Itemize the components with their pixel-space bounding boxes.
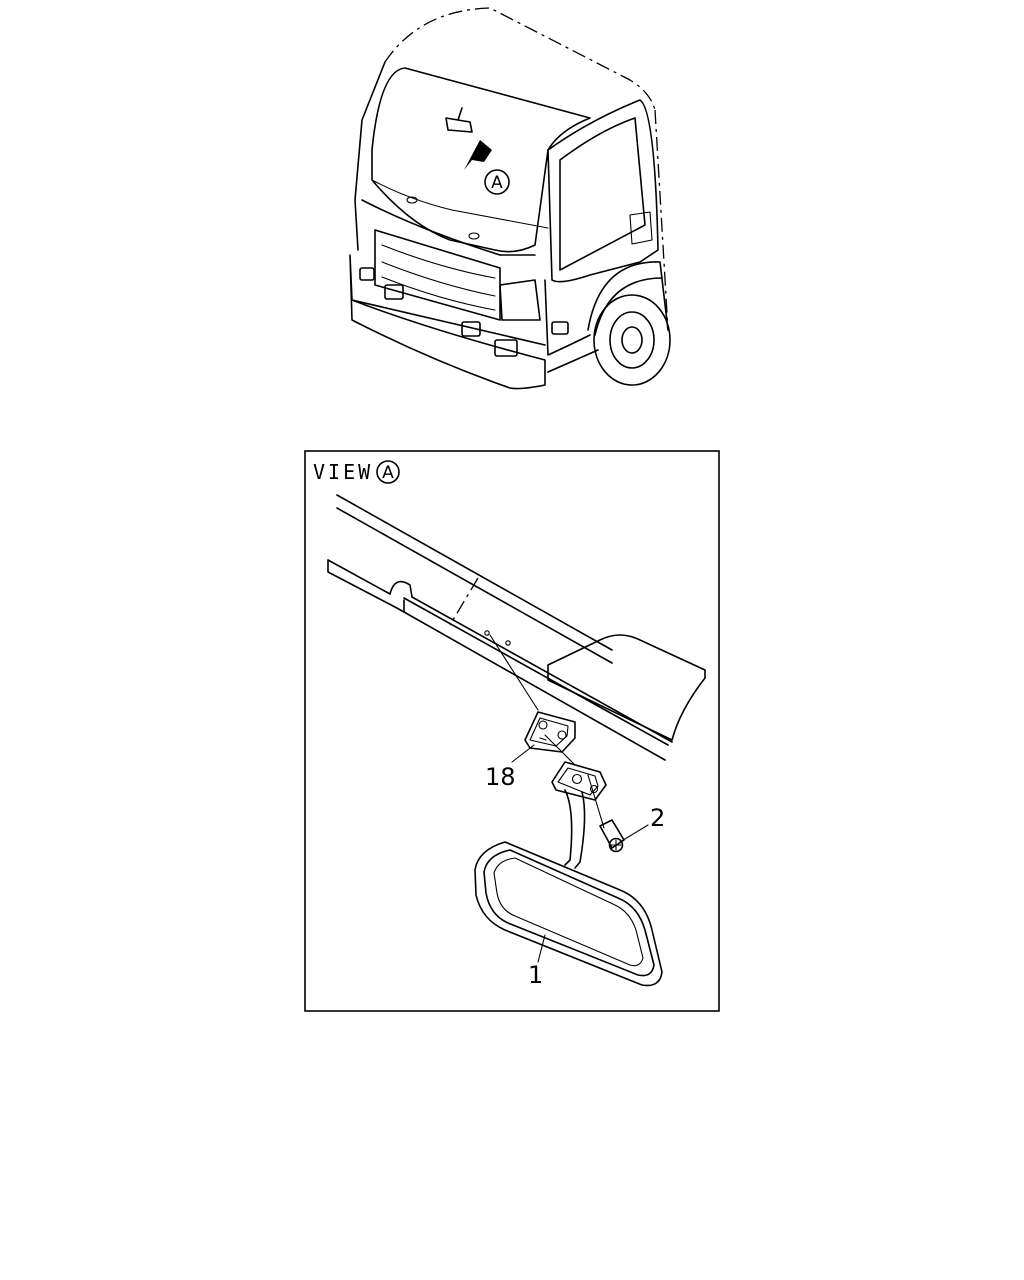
view-arrow-icon	[464, 140, 492, 170]
overview-callout-letter: A	[491, 173, 503, 193]
part-label-2: 2	[650, 804, 665, 832]
detail-view-frame	[304, 450, 720, 1012]
overview-callout: A	[484, 169, 510, 195]
roof-header-panel	[327, 494, 706, 761]
part-label-18: 18	[485, 763, 516, 791]
view-label: VIEW	[313, 460, 373, 484]
view-callout-letter: A	[382, 463, 394, 483]
mirror-bracket-part-18	[524, 711, 576, 753]
view-callout-circle-icon	[376, 460, 400, 484]
screw-part-2	[599, 819, 625, 853]
truck-cab-illustration	[349, 7, 671, 390]
callout-circle-icon	[484, 169, 510, 195]
detail-view-header: VIEW A	[313, 460, 400, 484]
mirror-stay-mount	[551, 761, 607, 869]
part-label-1: 1	[528, 961, 543, 989]
rear-view-mirror-part-1	[474, 841, 663, 987]
